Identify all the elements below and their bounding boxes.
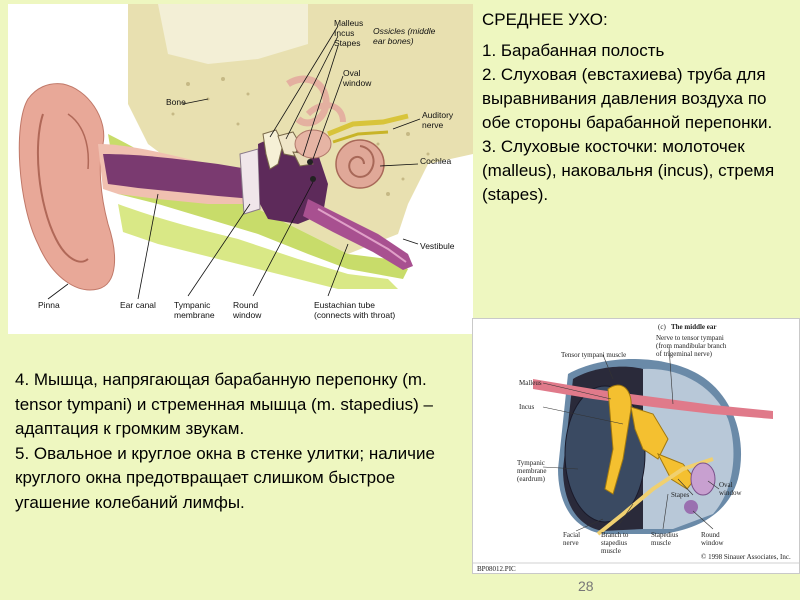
label-tympanic-2-1: Tympanic (517, 459, 545, 467)
label-eustachian-1: Eustachian tube (314, 300, 375, 310)
label-stapedius-2: muscle (651, 539, 671, 547)
label-round-window-2: window (233, 310, 262, 320)
label-nerve-tensor-1: Nerve to tensor tympani (656, 334, 724, 342)
middle-ear-item-1: 1. Барабанная полость (482, 41, 665, 60)
label-tympanic-2-3: (eardrum) (517, 475, 545, 483)
ear-anatomy-figure: Malleus Incus Stapes Ossicles (middle ea… (8, 4, 473, 334)
label-nerve-tensor-2: (from mandibular branch (656, 342, 727, 350)
label-branch-2: stapedius (601, 539, 628, 547)
label-stapes: Stapes (334, 38, 361, 48)
copyright-text: © 1998 Sinauer Associates, Inc. (701, 553, 791, 561)
label-pinna: Pinna (38, 300, 60, 310)
label-oval-2-2: window (719, 489, 742, 497)
label-tensor-tympani-muscle: Tensor tympani muscle (561, 351, 627, 359)
label-auditory-nerve-2: nerve (422, 120, 444, 130)
label-stapes-2: Stapes (671, 491, 690, 499)
label-eustachian-2: (connects with throat) (314, 310, 396, 320)
label-facial-1: Facial (563, 531, 581, 539)
label-oval-2-1: Oval (719, 481, 733, 489)
item-4-muscles: 4. Мышца, напрягающая барабанную перепон… (15, 370, 433, 438)
item-5-windows: 5. Овальное и круглое окна в стенке улит… (15, 443, 435, 512)
label-oval-window-1: Oval (343, 68, 361, 78)
middle-ear-detail-figure: (c) The middle ear Nerve to tensor tympa… (472, 318, 800, 574)
middle-ear-item-2: 2. Слуховая (евстахиева) труба для вырав… (482, 65, 773, 132)
label-vestibule: Vestibule (420, 241, 455, 251)
label-nerve-tensor-3: of trigeminal nerve) (656, 350, 712, 358)
label-branch-1: Branch to (601, 531, 629, 539)
label-cochlea: Cochlea (420, 156, 452, 166)
label-tympanic-1: Tympanic (174, 300, 211, 310)
middle-ear-detail-drawing (473, 346, 799, 564)
caption-letter: (c) (658, 323, 666, 331)
label-stapedius-1: Stapedius (651, 531, 679, 539)
page-number: 28 (578, 578, 594, 594)
label-bone: Bone (166, 97, 186, 107)
label-incus: Incus (334, 28, 355, 38)
middle-ear-heading: СРЕДНЕЕ УХО: (482, 10, 608, 29)
label-tympanic-2: membrane (174, 310, 215, 320)
label-branch-3: muscle (601, 547, 621, 555)
muscles-windows-text: 4. Мышца, напрягающая барабанную перепон… (15, 368, 465, 515)
label-round-window-1: Round (233, 300, 259, 310)
label-incus-2: Incus (519, 403, 535, 411)
label-ear-canal: Ear canal (120, 300, 156, 310)
label-malleus: Malleus (334, 18, 364, 28)
figure-code: BP08012.PIC (477, 565, 516, 573)
caption-title: The middle ear (671, 323, 717, 331)
middle-ear-item-3: 3. Слуховые косточки: молоточек (malleus… (482, 137, 775, 204)
label-ossicles-2: ear bones) (373, 36, 414, 46)
label-malleus-2: Malleus (519, 379, 542, 387)
label-round-2-2: window (701, 539, 724, 547)
label-auditory-nerve-1: Auditory (422, 110, 454, 120)
label-facial-2: nerve (563, 539, 579, 547)
ear-anatomy-drawing (18, 4, 473, 300)
middle-ear-list: СРЕДНЕЕ УХО: 1. Барабанная полость 2. Сл… (482, 8, 792, 207)
label-ossicles-1: Ossicles (middle (373, 26, 436, 36)
label-tympanic-2-2: membrane (517, 467, 547, 475)
label-round-2-1: Round (701, 531, 720, 539)
label-oval-window-2: window (343, 78, 372, 88)
